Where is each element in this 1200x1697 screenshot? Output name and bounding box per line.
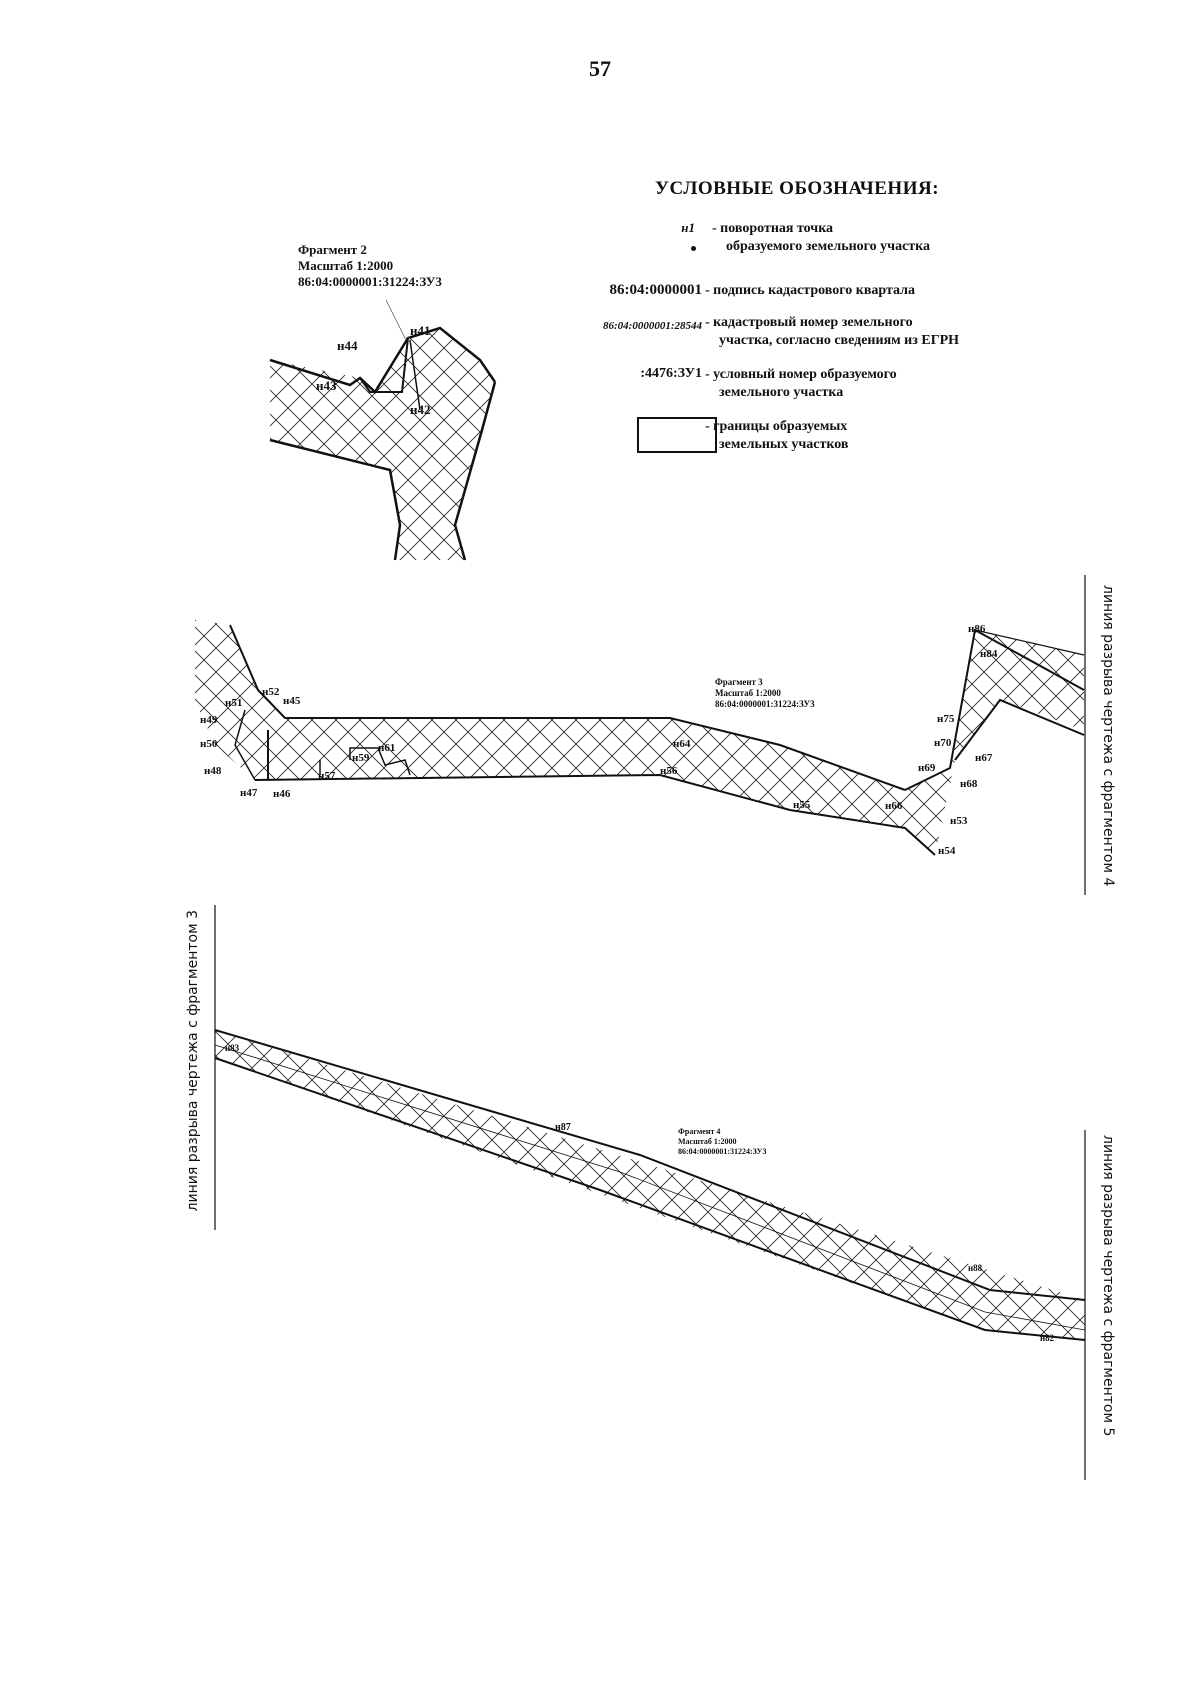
point-label: н56 [660,765,678,777]
point-label: н51 [225,697,243,709]
legend-desc: земельных участков [719,437,849,452]
point-label: н70 [934,737,952,749]
point-label: н68 [960,778,978,790]
point-label: н75 [937,713,955,725]
legend-desc: - условный номер образуемого [705,367,897,382]
point-label: н83 [225,1043,240,1053]
point-label: н49 [200,714,218,726]
point-label: н69 [918,762,936,774]
point-label: н84 [980,648,998,660]
fragment-4-label: Фрагмент 4 Масштаб 1:2000 86:04:0000001:… [678,1127,767,1157]
point-label: н55 [793,799,811,811]
point-label: н45 [283,695,301,707]
point-label: н48 [204,765,222,777]
point-label: н54 [938,845,956,857]
legend-symbol: :4476:ЗУ1 [640,366,702,381]
point-dot-icon [691,246,696,251]
point-label: н57 [318,770,336,782]
fragment-scale: Масштаб 1:2000 [298,258,394,273]
fragment-2-label: Фрагмент 2 Масштаб 1:2000 86:04:0000001:… [298,242,442,290]
point-label: н67 [975,752,993,764]
legend-desc: - подпись кадастрового квартала [705,283,916,298]
legend-symbol: 86:04:0000001:28544 [603,320,702,332]
legend-desc: - границы образуемых [705,419,848,434]
fragment-4-drawing [214,1029,1086,1341]
break-lines [214,575,1086,1480]
point-label: н82 [1040,1333,1055,1343]
break-label-fragment-3: линия разрыва чертежа с фрагментом 3 [185,910,201,1212]
point-label: н52 [262,686,280,698]
point-label: н59 [352,752,370,764]
point-label: н44 [337,338,358,353]
fragment-3-label: Фрагмент 3 Масштаб 1:2000 86:04:0000001:… [715,677,815,710]
boundary-symbol [637,417,717,453]
legend-symbol: 86:04:0000001 [609,282,703,298]
legend-desc: образуемого земельного участка [726,239,931,254]
point-label: н66 [885,800,903,812]
fragment-number: 86:04:0000001:31224:ЗУ3 [298,274,442,289]
point-label: н53 [950,815,968,827]
fragment-title: Фрагмент 3 [715,677,763,687]
legend-title: УСЛОВНЫЕ ОБОЗНАЧЕНИЯ: [655,178,940,199]
point-label: н87 [555,1122,571,1133]
fragment-3-drawing [195,620,1085,856]
fragment-number: 86:04:0000001:31224:ЗУ3 [715,699,815,709]
point-label: н88 [968,1263,983,1273]
legend-desc: - поворотная точка [712,221,834,236]
break-label-fragment-5: линия разрыва чертежа с фрагментом 5 [1100,1135,1116,1437]
point-label: н64 [673,738,691,750]
legend-desc: земельного участка [719,385,844,400]
legend-desc: участка, согласно сведениям из ЕГРН [719,333,960,348]
point-label: н46 [273,788,291,800]
point-label: н42 [410,402,431,417]
legend-desc: - кадастровый номер земельного [705,315,913,330]
break-label-fragment-4: линия разрыва чертежа с фрагментом 4 [1100,585,1116,887]
legend-symbol: н1 [681,220,695,235]
fragment-number: 86:04:0000001:31224:ЗУ3 [678,1147,767,1156]
point-label: н41 [410,323,431,338]
fragment-title: Фрагмент 2 [298,242,367,257]
point-label: н86 [968,623,986,635]
point-label: н47 [240,787,258,799]
point-label: н61 [378,742,396,754]
point-label: н50 [200,738,218,750]
fragment-scale: Масштаб 1:2000 [678,1137,737,1146]
fragment-title: Фрагмент 4 [678,1127,721,1136]
point-label: н43 [316,378,337,393]
fragment-scale: Масштаб 1:2000 [715,688,781,698]
page-number: 57 [589,56,611,81]
fragment-2-drawing [269,299,497,561]
